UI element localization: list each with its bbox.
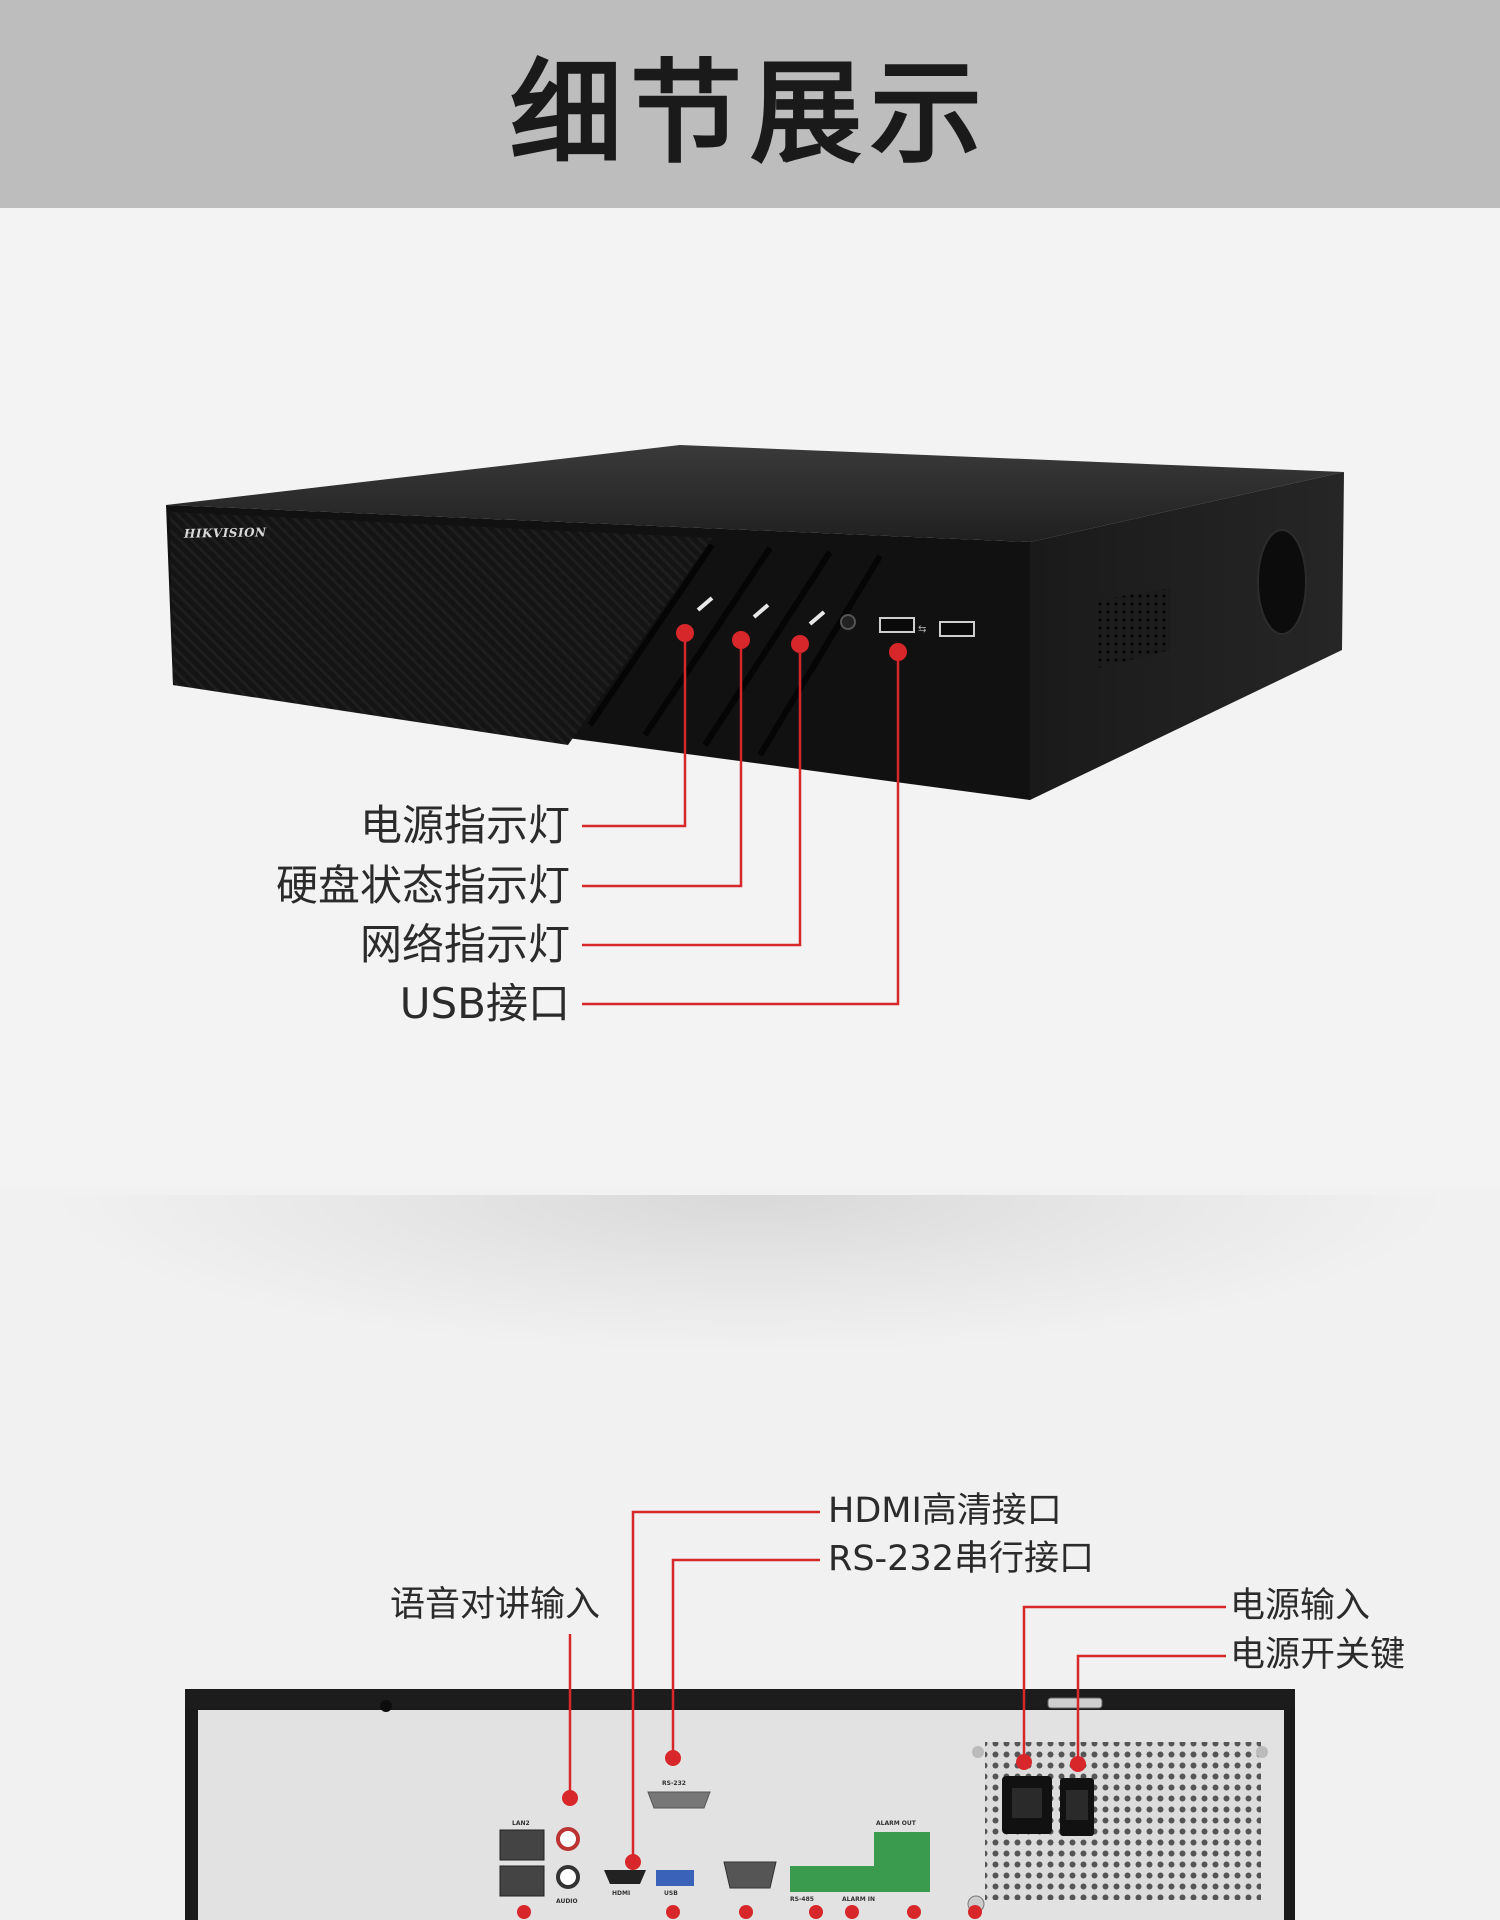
side-vent-grille [1098, 588, 1170, 668]
lan-port-2-icon [499, 1865, 545, 1897]
rear-usb-port-icon [656, 1870, 694, 1886]
hdd-led-label: 硬盘状态指示灯 [275, 861, 570, 910]
usb-marker [889, 643, 907, 661]
rs232-label: RS-232串行接口 [828, 1539, 1094, 1579]
page-title: 细节展示 [510, 49, 990, 179]
audio-label: 语音对讲输入 [390, 1585, 601, 1625]
side-fan-icon [1257, 529, 1307, 635]
usb-port-1-icon [879, 617, 915, 633]
rs232-marker [665, 1750, 681, 1766]
rs232-port-icon [647, 1791, 711, 1809]
network-led-icon [808, 610, 826, 626]
usb-port-tag: USB [664, 1890, 678, 1897]
svg-text:⇆: ⇆ [918, 624, 926, 635]
hdmi-marker [625, 1854, 641, 1870]
power-led-label: 电源指示灯 [359, 801, 570, 850]
power-input-marker [1016, 1754, 1032, 1770]
lan-port-tag: LAN2 [512, 1820, 530, 1827]
power-button-icon [840, 614, 856, 630]
vga-port-icon [723, 1861, 777, 1889]
rs485-alarm-in-terminal [790, 1866, 886, 1892]
hdd-led-marker [732, 631, 750, 649]
hdd-led-icon [752, 603, 770, 619]
hdmi-port-tag: HDMI [612, 1890, 631, 1897]
usb-port-2-icon [939, 621, 975, 637]
rs232-port-tag: RS-232 [662, 1780, 686, 1787]
brand-logo: HIKVISION [184, 525, 267, 541]
network-led-label: 网络指示灯 [359, 920, 570, 969]
power-led-icon [696, 596, 714, 612]
rs485-port-tag: RS-485 [790, 1896, 814, 1903]
power-led-marker [676, 624, 694, 642]
audio-port-tag: AUDIO [556, 1898, 578, 1905]
power-switch-marker [1070, 1756, 1086, 1772]
header-banner: 细节展示 [0, 0, 1500, 208]
power-input-label: 电源输入 [1230, 1586, 1371, 1626]
lan-port-1-icon [499, 1829, 545, 1861]
alarm-in-port-tag: ALARM IN [842, 1896, 876, 1903]
usb-label: USB接口 [399, 979, 570, 1028]
device-top-surface [166, 445, 1344, 542]
alarm-out-port-tag: ALARM OUT [876, 1820, 916, 1827]
rear-device-top-edge [185, 1689, 1295, 1709]
power-switch-label: 电源开关键 [1230, 1635, 1406, 1675]
section-divider-shadow [40, 1195, 1460, 1355]
audio-out-icon [556, 1865, 580, 1889]
network-led-marker [791, 635, 809, 653]
alarm-out-terminal [874, 1832, 930, 1892]
hdmi-label: HDMI高清接口 [828, 1491, 1062, 1531]
audio-in-icon [556, 1827, 580, 1851]
audio-marker [562, 1790, 578, 1806]
front-striped-panel [170, 512, 712, 745]
hdmi-port-icon [604, 1870, 646, 1884]
